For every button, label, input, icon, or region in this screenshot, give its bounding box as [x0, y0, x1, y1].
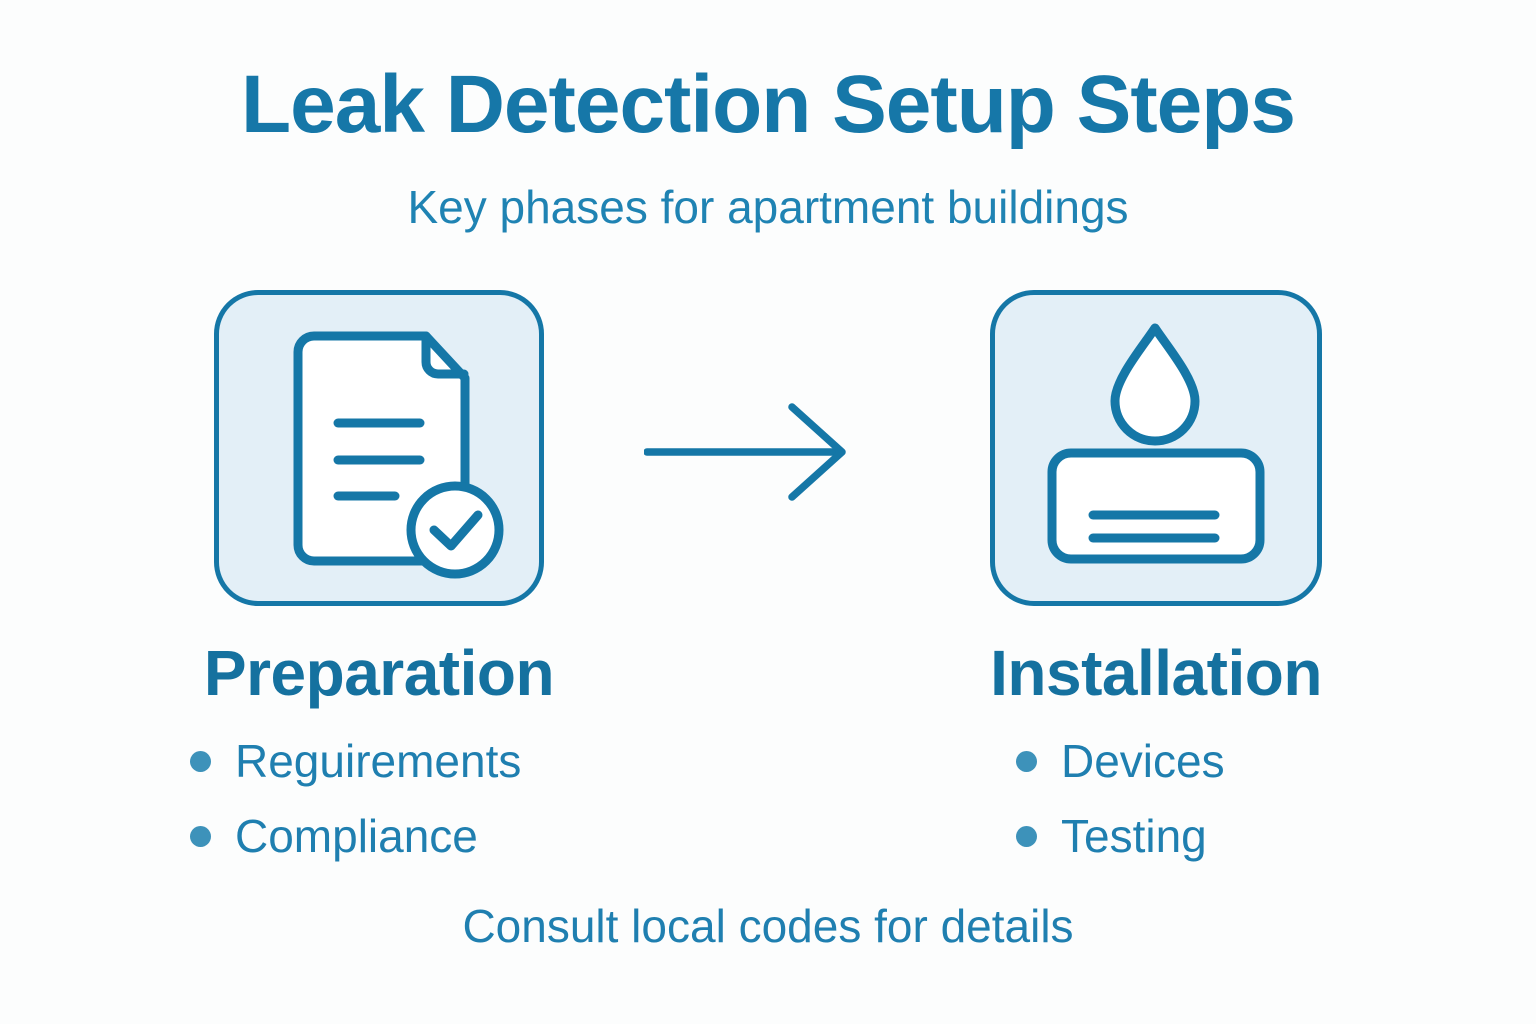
bullet-dot-icon [190, 750, 211, 772]
footer-note: Consult local codes for details [462, 900, 1074, 952]
list-item: Compliance [190, 808, 521, 864]
list-item: Reguirements [190, 733, 521, 789]
bullet-label: Compliance [235, 810, 478, 863]
installation-card [990, 290, 1322, 606]
arrow-right-icon [643, 401, 846, 503]
installation-bullet-list: Devices Testing [1016, 733, 1225, 864]
bullet-dot-icon [1016, 750, 1037, 772]
bullet-label: Testing [1061, 810, 1207, 863]
page-subtitle: Key phases for apartment buildings [407, 181, 1129, 233]
preparation-card [214, 290, 544, 606]
bullet-dot-icon [1016, 825, 1037, 847]
water-drop-sensor-icon [1047, 322, 1265, 565]
preparation-heading: Preparation [203, 637, 555, 709]
bullet-label: Devices [1061, 735, 1225, 787]
page-title: Leak Detection Setup Steps [241, 59, 1296, 150]
list-item: Testing [1016, 808, 1225, 864]
list-item: Devices [1016, 733, 1225, 789]
bullet-label: Reguirements [235, 735, 522, 787]
bullet-dot-icon [190, 825, 211, 847]
document-check-icon [293, 331, 505, 579]
installation-heading: Installation [990, 637, 1322, 709]
preparation-bullet-list: Reguirements Compliance [190, 733, 521, 864]
